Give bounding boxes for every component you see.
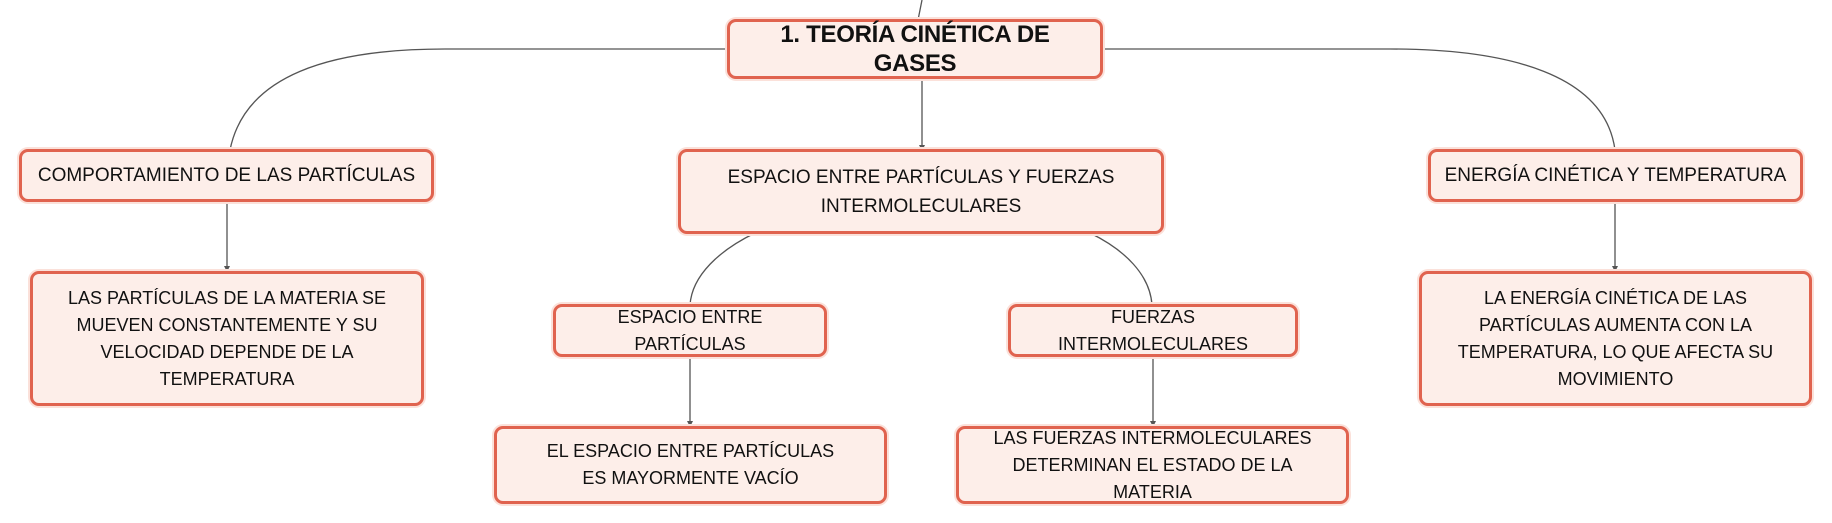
connector-root-to-right (1104, 48, 1616, 151)
detail-node-fuerzas[interactable]: LAS FUERZAS INTERMOLECULARES DETERMINAN … (956, 426, 1349, 504)
connector-root-to-left (229, 48, 730, 151)
branch-node-espacio-fuerzas[interactable]: ESPACIO ENTRE PARTÍCULAS Y FUERZAS INTER… (678, 149, 1164, 234)
arrowhead-right-detail (1612, 266, 1618, 272)
connector-center-to-espacio (689, 232, 756, 306)
arrowhead-fuerzas-detail (1150, 421, 1156, 427)
detail-node-energia[interactable]: LA ENERGÍA CINÉTICA DE LAS PARTÍCULAS AU… (1419, 271, 1812, 406)
detail-node-espacio[interactable]: EL ESPACIO ENTRE PARTÍCULAS ES MAYORMENT… (494, 426, 887, 504)
subbranch-node-espacio[interactable]: ESPACIO ENTRE PARTÍCULAS (553, 304, 827, 357)
branch-node-comportamiento[interactable]: COMPORTAMIENTO DE LAS PARTÍCULAS (19, 149, 434, 202)
arrowhead-espacio-detail (687, 421, 693, 427)
connector-parent-to-root (917, 0, 923, 21)
subbranch-node-fuerzas[interactable]: FUERZAS INTERMOLECULARES (1008, 304, 1298, 357)
connector-center-to-fuerzas (1089, 232, 1153, 306)
arrowhead-left-detail (224, 266, 230, 272)
detail-node-comportamiento[interactable]: LAS PARTÍCULAS DE LA MATERIA SE MUEVEN C… (30, 271, 424, 406)
arrowhead-center (919, 145, 925, 151)
root-topic-node[interactable]: 1. TEORÍA CINÉTICA DE GASES (727, 19, 1103, 79)
branch-node-energia[interactable]: ENERGÍA CINÉTICA Y TEMPERATURA (1428, 149, 1803, 202)
